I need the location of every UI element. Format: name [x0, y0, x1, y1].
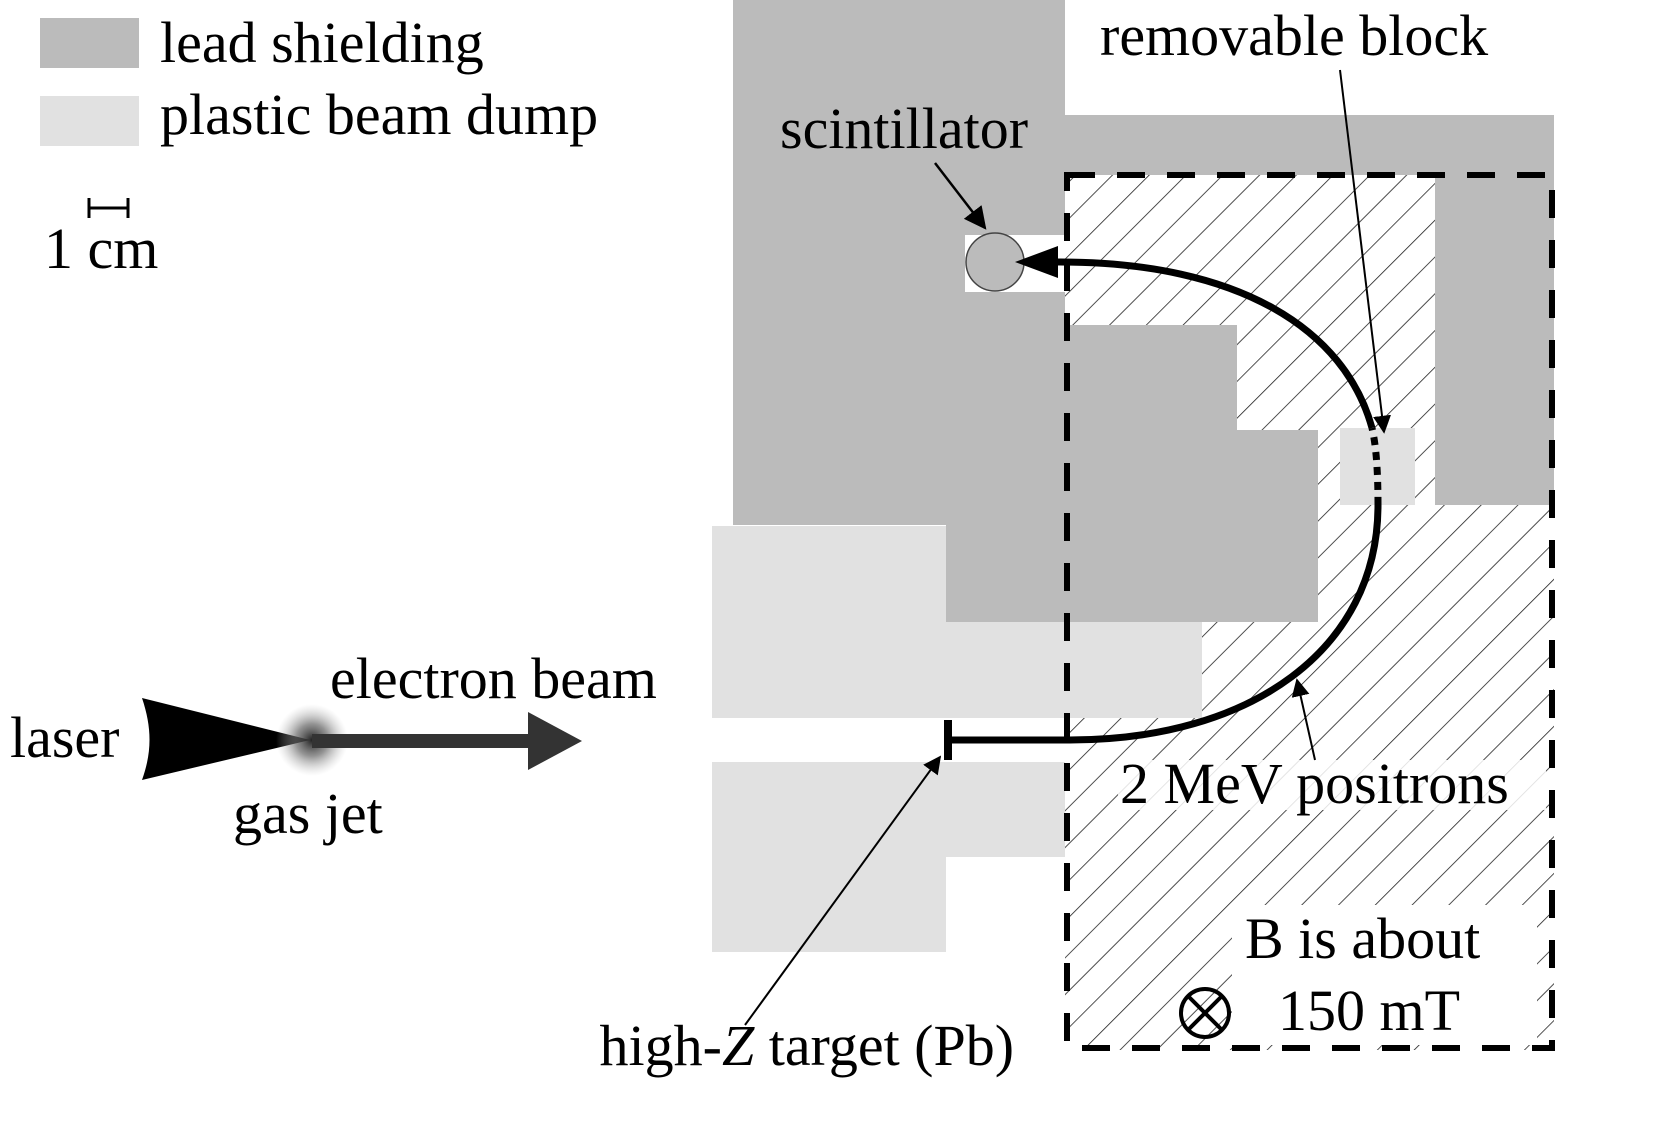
legend: lead shielding plastic beam dump	[40, 10, 598, 147]
legend-label-plastic: plastic beam dump	[160, 82, 598, 147]
scale-bar-label: 1 cm	[44, 216, 158, 281]
electron-beam-arrowhead-icon	[528, 712, 582, 770]
positrons-label: 2 MeV positrons	[1120, 751, 1509, 816]
legend-swatch-plastic	[40, 96, 139, 146]
removable-block-label: removable block	[1100, 3, 1488, 68]
field-label-background	[1232, 905, 1537, 1045]
scintillator-label: scintillator	[780, 96, 1028, 161]
positron-trajectory-through-block	[1368, 427, 1382, 506]
scale-bar: 1 cm	[44, 198, 158, 281]
removable-block-pointer	[1339, 69, 1391, 434]
high-z-target	[944, 720, 952, 760]
plastic-beam-dump	[712, 428, 1415, 952]
laser-label: laser	[10, 705, 120, 770]
gas-jet-label: gas jet	[233, 781, 383, 846]
field-into-page-icon	[1179, 987, 1231, 1039]
positron-trajectory-to-detector	[1040, 258, 1376, 429]
plastic-upper-block	[712, 526, 1202, 718]
positron-label-background	[1118, 760, 1546, 810]
electron-beam-label: electron beam	[330, 646, 657, 711]
lead-right-column	[1435, 175, 1554, 505]
target-pointer	[744, 755, 942, 1026]
target-label-prefix: high-	[600, 1013, 722, 1078]
legend-label-lead: lead shielding	[160, 10, 484, 75]
laser-pulse-icon	[142, 698, 310, 780]
legend-swatch-lead	[40, 18, 139, 68]
scintillator-pointer	[934, 162, 987, 230]
field-region-boundary	[1064, 172, 1555, 1051]
lead-top-bar	[1065, 115, 1554, 175]
target-label: high-Z target (Pb)	[527, 1013, 1058, 1078]
arrowhead-icon	[1015, 246, 1058, 278]
target-label-suffix: target (Pb)	[754, 1013, 1014, 1078]
field-label-line2: 150 mT	[1278, 978, 1460, 1043]
target-label-z: Z	[722, 1013, 755, 1078]
field-label-line1: B is about	[1245, 906, 1480, 971]
plastic-lower-block	[712, 762, 1065, 952]
electron-beam-shaft	[312, 734, 532, 748]
positron-trajectory	[950, 504, 1382, 744]
lead-lower-block	[946, 325, 1318, 622]
positron-pointer	[1291, 678, 1316, 761]
